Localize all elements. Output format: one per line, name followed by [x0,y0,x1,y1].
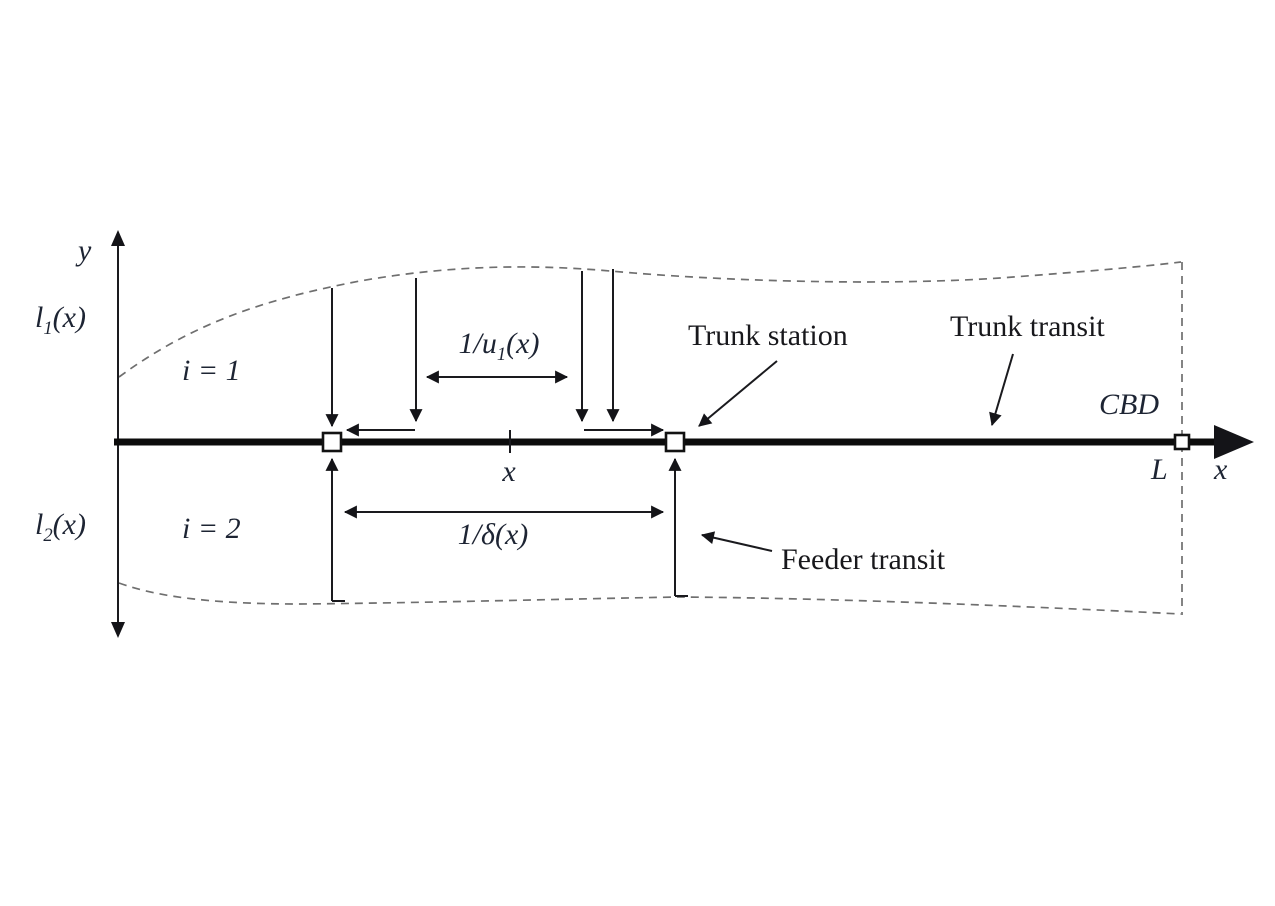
stop-spacing-subscript: 1 [496,344,507,365]
y-axis-up-arrowhead [111,230,125,246]
x-axis-label: x [1214,453,1228,486]
corridor-length-label: L [1151,453,1168,486]
cbd-station-square [1173,433,1191,451]
trunk-station-square-1 [321,431,343,453]
y-axis-down-arrowhead [111,622,125,638]
trunk-station-pointer-arrow [698,360,778,427]
stop-spacing-label: 1/u1(x) [458,327,540,364]
x-axis-arrowhead [1214,425,1254,459]
lower-region-label: i = 2 [182,512,241,545]
upper-boundary-label: l1(x) [35,301,86,338]
trunk-transit-pointer-arrow [989,353,1014,427]
upper-boundary-argument: (x) [52,301,86,334]
y-axis-label: y [78,234,92,267]
trunk-station-callout: Trunk station [688,319,848,352]
lower-boundary-subscript: 2 [43,525,53,546]
lower-boundary-label: l2(x) [35,508,86,545]
feeder-transit-callout: Feeder transit [781,543,946,576]
upper-region-label: i = 1 [182,354,241,387]
x-position-tick-label: x [502,455,516,488]
upper-boundary-symbol: l [35,301,44,334]
upper-boundary-curve [118,261,1182,378]
trunk-station-square-2 [664,431,686,453]
stop-spacing-argument: (x) [506,327,540,360]
trunk-transit-callout: Trunk transit [950,310,1105,343]
upper-boundary-subscript: 1 [43,318,53,339]
lower-boundary-argument: (x) [52,508,86,541]
lower-boundary-symbol: l [35,508,44,541]
stop-spacing-symbol: u [481,327,497,360]
feeder-transit-pointer-arrow [700,531,773,552]
station-spacing-label: 1/δ(x) [457,518,529,551]
cbd-label: CBD [1099,388,1159,421]
lower-boundary-curve [118,582,1182,615]
stop-spacing-prefix: 1/ [458,327,482,360]
